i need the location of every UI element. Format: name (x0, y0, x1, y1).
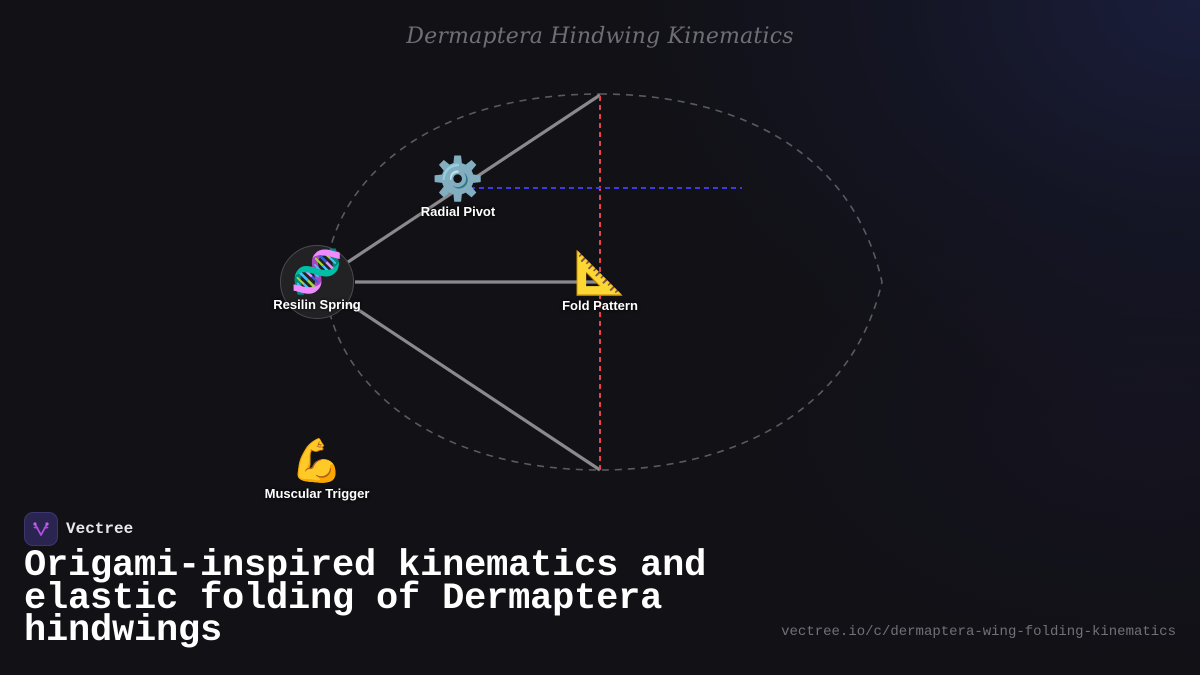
vectree-logo-icon (24, 512, 58, 546)
node-label: Radial Pivot (420, 204, 496, 219)
node-label: Muscular Trigger (264, 486, 370, 501)
spoke-lower (347, 301, 601, 472)
triangular-ruler-icon: 📐 (573, 249, 627, 296)
flexed-biceps-icon: 💪 (290, 437, 344, 484)
dna-icon: 🧬 (290, 248, 344, 295)
headline: Origami-inspired kinematics and elastic … (24, 545, 707, 652)
page-url[interactable]: vectree.io/c/dermaptera-wing-folding-kin… (781, 624, 1176, 640)
brand-name: Vectree (66, 520, 134, 538)
diagram-title: Dermaptera Hindwing Kinematics (406, 24, 794, 49)
node-muscular-trigger[interactable]: 💪 Muscular Trigger (265, 437, 370, 501)
node-label: Resilin Spring (273, 297, 361, 312)
node-label: Fold Pattern (562, 298, 638, 313)
brand[interactable]: Vectree (24, 512, 133, 546)
node-fold-pattern[interactable]: 📐 Fold Pattern (562, 249, 638, 313)
node-resilin-spring[interactable]: 🧬 Resilin Spring (273, 248, 360, 312)
wing-outline (324, 93, 883, 471)
spoke-upper (347, 93, 601, 264)
gear-icon: ⚙️ (431, 155, 485, 202)
node-radial-pivot[interactable]: ⚙️ Radial Pivot (421, 155, 495, 219)
hub-circle (280, 245, 354, 319)
